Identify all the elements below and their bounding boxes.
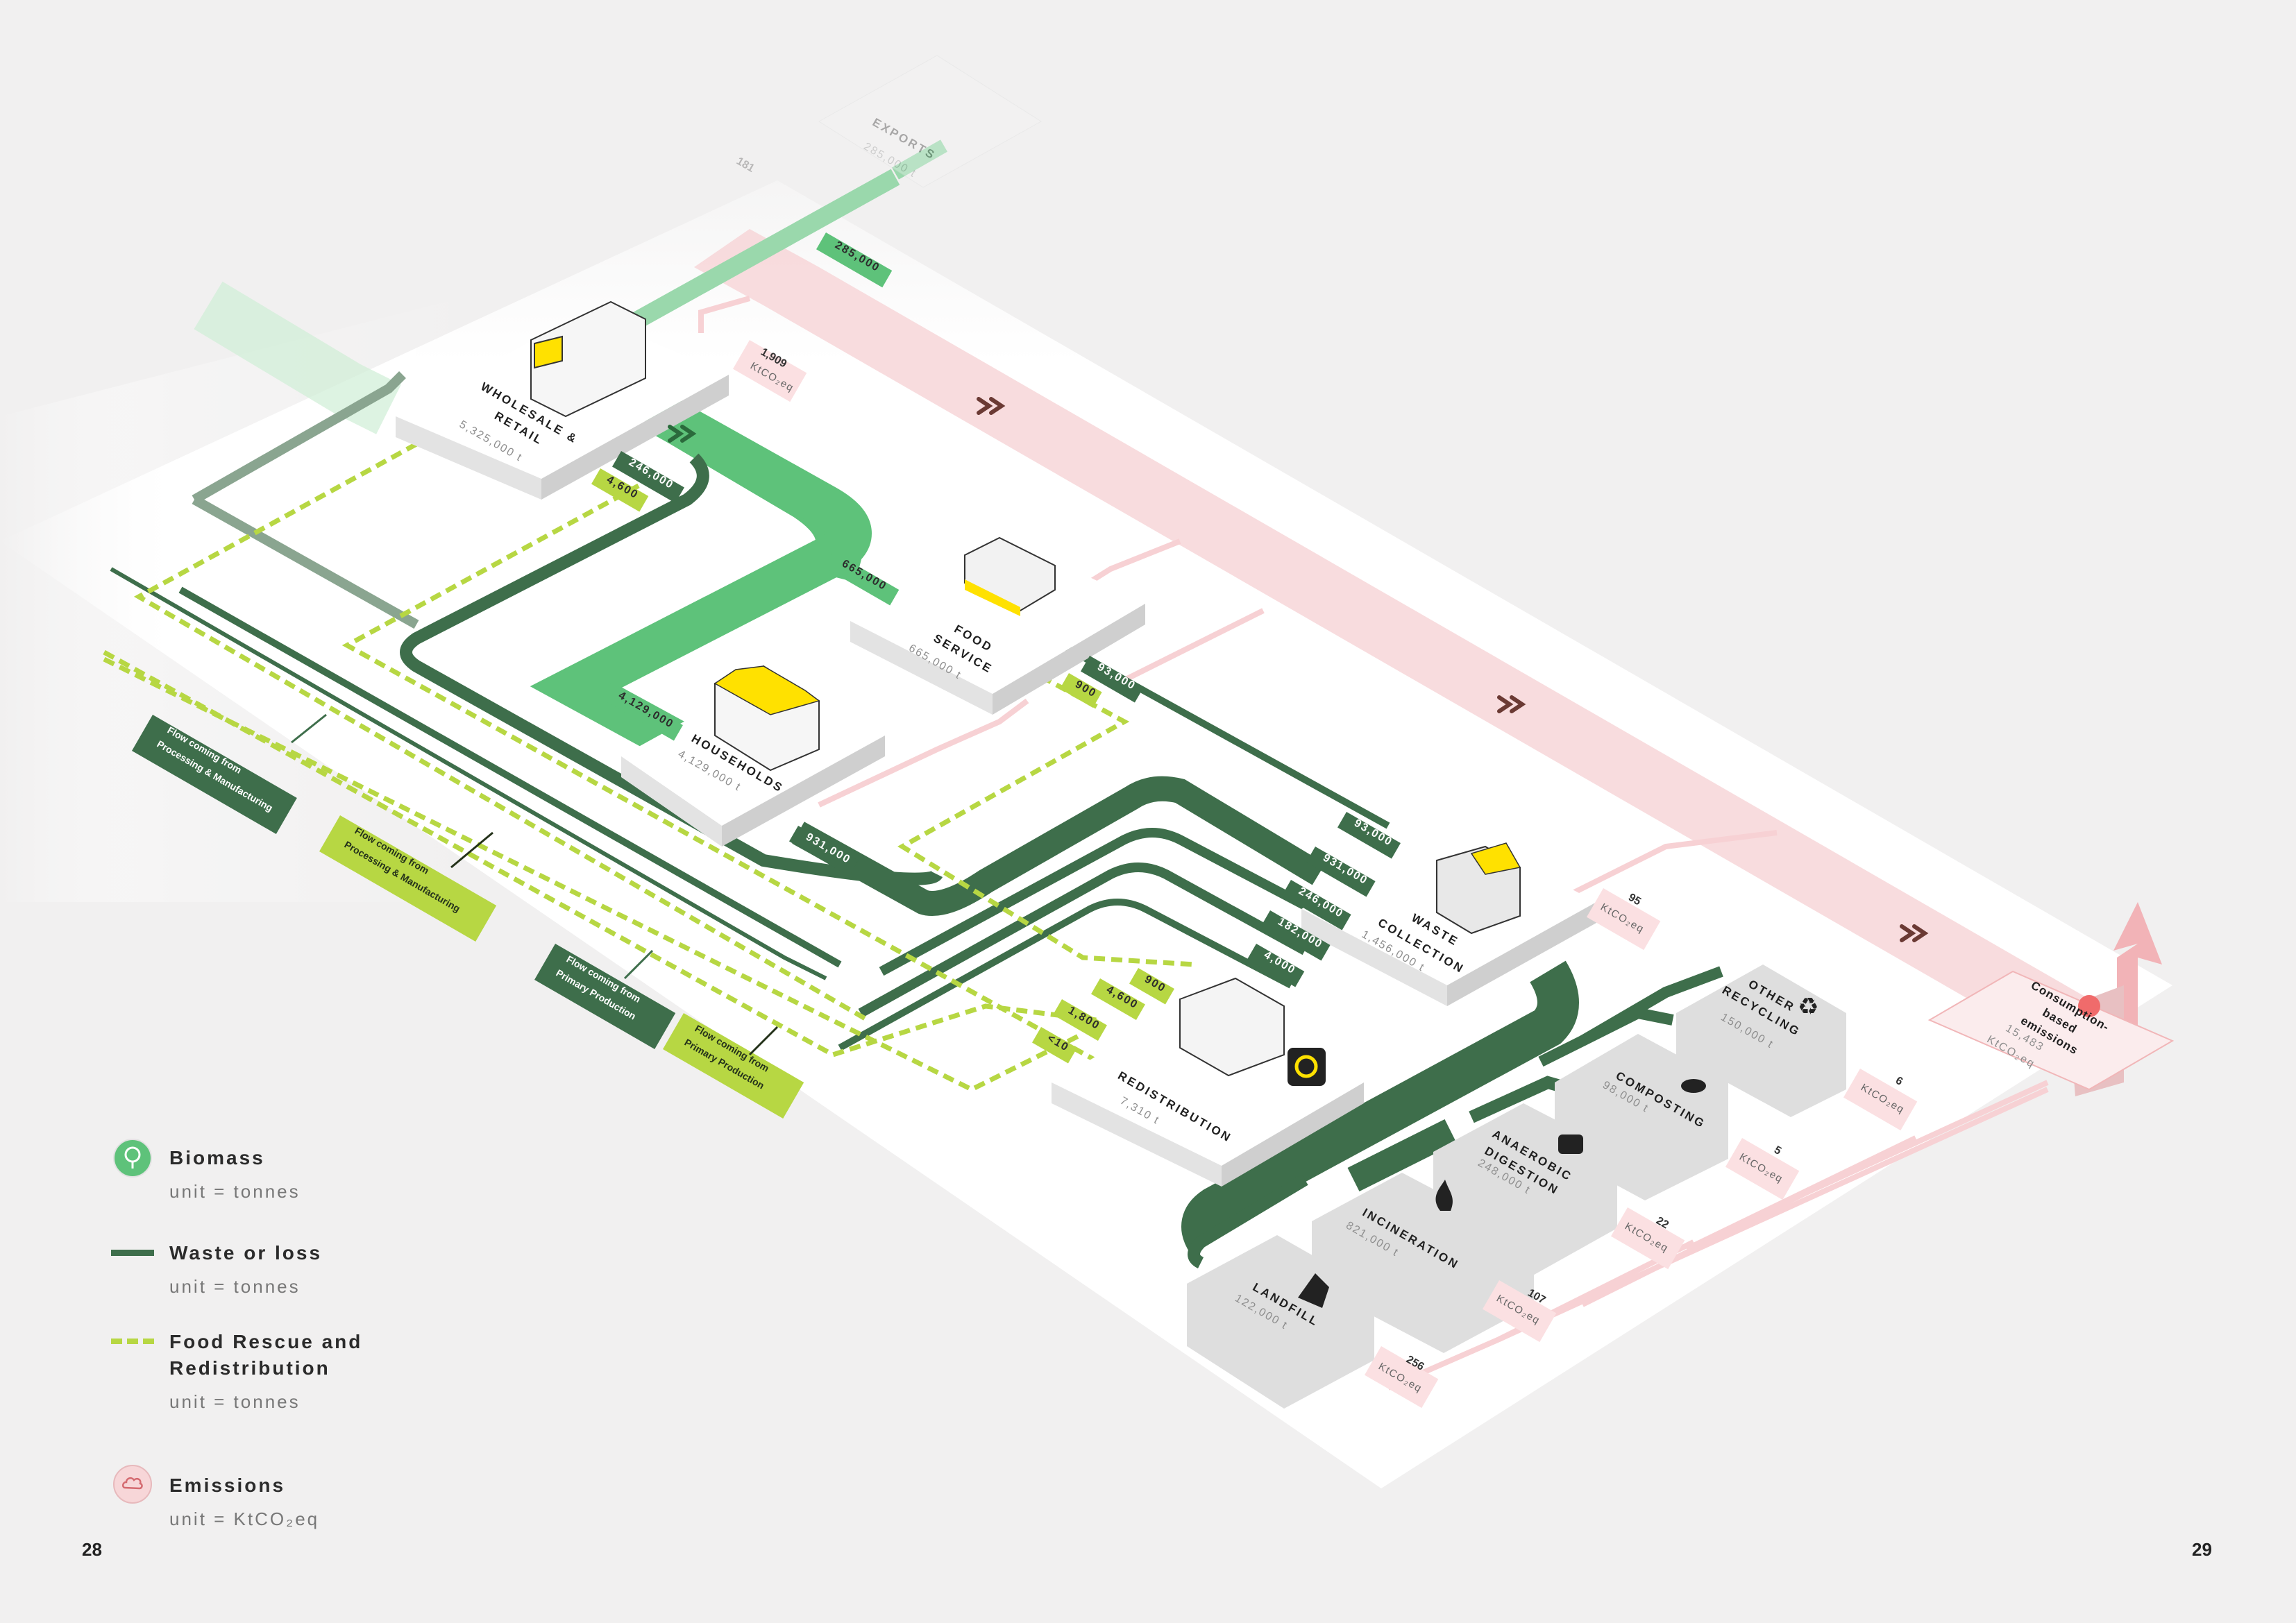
legend-rescue-title-1: Food Rescue and [169, 1331, 363, 1352]
node-waste-collection[interactable]: WASTE COLLECTION 1,456,000 t [1301, 826, 1596, 1006]
digester-icon [1558, 1135, 1583, 1154]
legend-waste-unit: unit = tonnes [169, 1276, 301, 1297]
emission-tag-wc-value: 95 [1626, 892, 1643, 908]
recycle-icon: ♻ [1798, 993, 1818, 1021]
note-pointer-2 [450, 831, 493, 869]
legend-waste-title: Waste or loss [169, 1242, 323, 1264]
sign-icon [534, 335, 563, 369]
legend-biomass-title: Biomass [169, 1147, 265, 1169]
emission-tag-other-recycling: 6 KtCO₂eq [1843, 1069, 1918, 1131]
note-pointer-4 [748, 1026, 779, 1056]
legend-biomass-unit: unit = tonnes [169, 1181, 301, 1202]
node-landfill[interactable]: LANDFILL 122,000 t [1187, 1235, 1374, 1409]
emissions-legend-icon [113, 1465, 152, 1504]
legend-emissions-title: Emissions [169, 1475, 286, 1496]
box-icon [1179, 977, 1285, 1077]
page-number-left: 28 [82, 1539, 102, 1560]
chevron-icons [668, 397, 1929, 942]
node-food-service[interactable]: FOOD SERVICE 665,000 t [850, 534, 1145, 715]
page-number-right: 29 [2192, 1539, 2212, 1560]
platform-fade-left [0, 291, 486, 902]
legend-emissions-unit: unit = KtCO₂eq [169, 1509, 320, 1529]
recycle-badge-icon [1288, 1048, 1326, 1086]
emissions-arrow-up [2089, 902, 2162, 1069]
emissions-band [694, 229, 2138, 1069]
node-wholesale-retail[interactable]: WHOLESALE & RETAIL 5,325,000 t [396, 300, 729, 500]
biomass-legend-icon [113, 1139, 152, 1178]
node-households[interactable]: HOUSEHOLDS 4,129,000 t [621, 665, 885, 847]
legend-rescue-unit: unit = tonnes [169, 1391, 301, 1412]
landfill-icon [1298, 1273, 1329, 1308]
compost-icon [1681, 1079, 1706, 1093]
consumption-icon [2078, 995, 2100, 1017]
node-other-recycling[interactable]: OTHER RECYCLING 150,000 t ♻ [1676, 965, 1846, 1117]
rescue-flows [103, 441, 1195, 1092]
flame-icon [1435, 1180, 1453, 1211]
emission-tag-ad-value: 22 [1654, 1215, 1671, 1232]
platform-fade-top [416, 104, 1111, 361]
node-redistribution[interactable]: REDISTRIBUTION 7,310 t [1052, 977, 1364, 1187]
waste-flows [110, 371, 1723, 1269]
note-pointer-1 [291, 713, 327, 744]
note-pointer-3 [623, 949, 654, 980]
rescue-legend-swatch [111, 1339, 154, 1344]
exports-flow [892, 139, 947, 180]
legend-rescue-title-2: Redistribution [169, 1357, 330, 1379]
waste-legend-swatch [111, 1250, 154, 1256]
